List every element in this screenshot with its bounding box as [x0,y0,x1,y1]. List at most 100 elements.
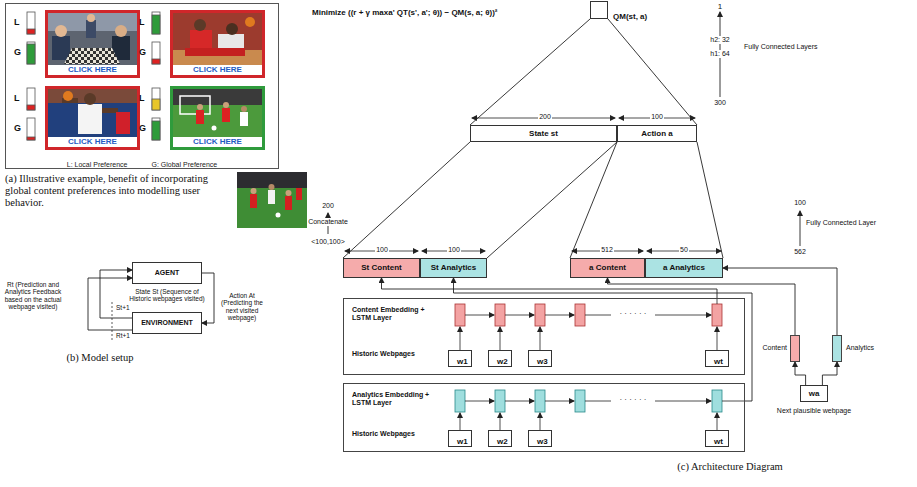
basketball-photo [185,48,245,56]
annotation: 200 [322,202,334,210]
annotation-holder: 512 [600,246,614,254]
football-image [296,188,302,200]
time-step-divider [112,302,113,342]
basketball-photo [173,65,262,75]
embedding-cell: Analytics [832,335,842,362]
annotation-holder: <100,100> [311,238,344,246]
annotation: Rt+1 [115,332,131,339]
analytics-lstm-cells [535,390,545,412]
analytics-lstm-arrows [722,401,745,402]
annotation: 1 [718,2,722,11]
connector [795,362,806,385]
annotation: St+1 [115,304,131,311]
process-box: St Content [343,258,420,278]
node-text: ENVIRONMENT [141,319,193,327]
annotation: G [14,123,21,133]
process-box: a Content [570,258,645,278]
content-lstm-arrows [717,327,718,350]
lstm-panel: Analytics Embedding + LSTM LayerHistoric… [343,383,745,452]
lstm-panel: Content Embedding + LSTM LayerHistoric W… [343,298,745,375]
basketball-usa-photo [102,108,118,113]
annotation: Fully Connected Layer [806,219,876,227]
annotation: Next plausible webpage [777,407,851,415]
content-lstm-cells [535,304,545,326]
analytics-lstm-arrows [717,413,718,430]
process-box: ENVIRONMENT [132,312,202,334]
process-box: w1 [448,430,472,447]
analytics-lstm-arrows [540,413,541,430]
analytics-lstm-arrows [460,401,745,430]
process-box: w2 [488,350,512,367]
embedding-cell: Content [790,335,800,362]
node-text: Content Embedding + LSTM Layer [352,306,442,322]
content-lstm-cells [455,304,465,326]
click-text: CLICK HERE [68,66,117,75]
chess-photo [52,36,70,60]
preference-bars [152,118,160,140]
chess-photo [86,20,96,38]
connector [608,19,697,125]
football-photo [222,108,230,122]
annotation-holder: (b) Model setup [66,352,133,364]
basketball-photo [245,17,255,27]
analytics-lstm-arrows [460,413,461,430]
analytics-lstm-cells [495,390,505,412]
content-lstm-arrows [545,315,574,316]
annotation: 100 [794,199,806,207]
annotation: 50 [679,246,689,254]
basketball-usa-photo [116,112,130,134]
preference-bars [27,105,35,110]
annotation: (c) Architecture Diagram [677,461,783,473]
analytics-lstm-cells [712,390,722,412]
annotation-holder: 50 [679,246,689,254]
analytics-lstm-arrows [585,401,611,402]
football-photo [241,106,247,112]
process-box: wt [705,430,729,447]
preference-bars [27,44,35,64]
annotation-holder: 300 [714,99,726,107]
chess-photo [48,13,137,75]
connector [343,142,470,258]
basketball-photo [194,19,206,31]
example-image: CLICK HERE [170,10,265,78]
basketball-usa-photo [48,89,137,147]
content-lstm-cells [575,304,585,326]
node-text: Analytics Embedding + LSTM Layer [352,391,442,407]
node-text: State st [529,129,558,138]
basketball-photo [226,23,238,35]
annotation: h1: 64 [709,50,730,58]
annotation-holder: G [139,123,146,133]
football-photo [180,96,210,114]
process-box: AGENT [132,262,202,284]
example-panel: L: Local PreferenceG: Global PreferenceC… [5,3,279,169]
content-lstm-cells [712,304,722,326]
connector [608,278,796,335]
annotation-holder: Next plausible webpage [777,407,851,415]
annotation: Fully Connected Layers [744,43,818,51]
process-box: w3 [528,350,552,367]
content-lstm-arrows [465,315,494,316]
basketball-usa-photo [84,93,96,105]
connector [570,142,617,258]
node-text: wt [714,437,728,446]
football-image [286,190,292,196]
node-text: w3 [537,437,551,446]
basketball-photo [173,13,262,75]
preference-bars [27,12,35,34]
annotation-holder: 200 [538,113,552,121]
basketball-usa-photo [48,137,137,147]
analytics-lstm-cells [575,390,585,412]
football-photo [196,110,204,124]
annotation-holder: (a) Illustrative example, benefit of inc… [5,173,230,209]
connector [470,19,590,125]
content-lstm-arrows [500,327,501,350]
annotation: Minimize ((r + γ maxa' QT(s', a'; θ)) − … [312,8,498,17]
football-image [251,188,257,194]
chess-photo [87,14,95,22]
preference-bars [152,121,160,140]
football-image [250,194,257,208]
node-text: w1 [457,357,471,366]
annotation-holder: Fully Connected Layers [744,43,818,51]
preference-bars [27,42,35,64]
football-image [276,213,281,218]
